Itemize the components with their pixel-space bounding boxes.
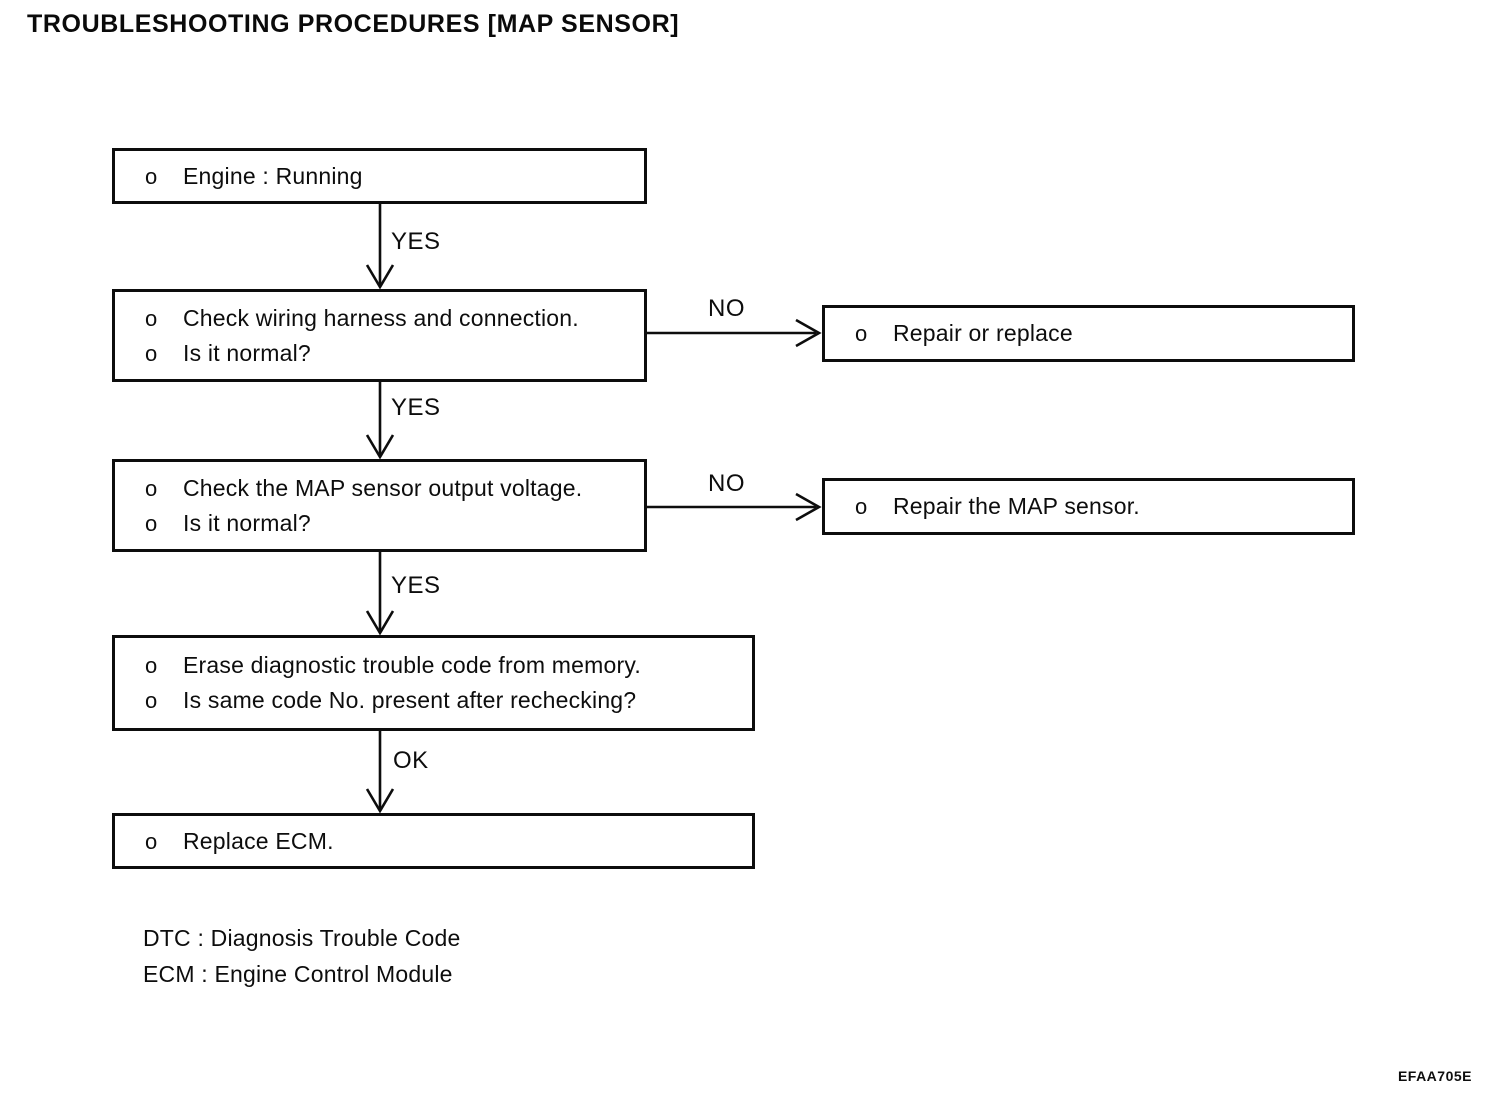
bullet-marker: o [855,494,868,519]
bullet-marker: o [145,828,158,854]
flow-box-line: o Is it normal? [145,336,644,371]
flow-box-line: o Check wiring harness and connection. [145,301,644,336]
arrowhead-voltage-to-repair [795,492,822,522]
arrowhead-wiring-to-repair [795,318,822,348]
flow-box-engine-running: o Engine : Running [112,148,647,204]
flow-box-repair-or-replace: o Repair or replace [822,305,1355,362]
edge-label-no-1: NO [708,295,745,322]
bullet-marker: o [145,510,158,536]
flow-box-line: o Repair or replace [855,316,1352,351]
bullet-marker: o [145,305,158,331]
flow-box-check-wiring: o Check wiring harness and connection. o… [112,289,647,382]
flow-box-text: Check the MAP sensor output voltage. [183,474,583,501]
flow-box-text: Is it normal? [183,339,311,366]
flow-box-check-map-voltage: o Check the MAP sensor output voltage. o… [112,459,647,552]
legend-line-dtc: DTC : Diagnosis Trouble Code [143,925,461,951]
document-code: EFAA705E [1397,1068,1472,1084]
bullet-marker: o [145,653,158,678]
arrowhead-wiring-to-voltage [365,434,395,460]
flow-box-line: o Check the MAP sensor output voltage. [145,471,644,506]
flow-box-text: Repair the MAP sensor. [893,493,1140,519]
flow-box-text: Replace ECM. [183,827,334,854]
edge-label-yes-2: YES [391,394,441,421]
edge-label-yes-3: YES [391,572,441,599]
legend-line-ecm: ECM : Engine Control Module [143,961,453,987]
flow-box-text: Is same code No. present after recheckin… [183,687,637,713]
flow-box-text: Is it normal? [183,509,311,536]
abbreviation-legend: DTC : Diagnosis Trouble Code ECM : Engin… [143,920,461,992]
flow-box-text: Engine : Running [183,162,363,189]
flow-box-line: o Replace ECM. [145,824,752,859]
flow-box-line: o Is it normal? [145,506,644,541]
arrowhead-voltage-to-erase [365,610,395,636]
flow-box-replace-ecm: o Replace ECM. [112,813,755,869]
flow-box-line: o Repair the MAP sensor. [855,489,1352,524]
arrowhead-engine-to-wiring [365,264,395,290]
flow-box-line: o Engine : Running [145,159,644,194]
edge-label-yes-1: YES [391,228,441,255]
page-title: TROUBLESHOOTING PROCEDURES [MAP SENSOR] [27,10,680,38]
flow-box-text: Erase diagnostic trouble code from memor… [183,652,641,678]
edge-label-no-2: NO [708,470,745,497]
bullet-marker: o [145,475,158,501]
bullet-marker: o [145,163,158,189]
bullet-marker: o [855,321,868,346]
arrowhead-erase-to-ecm [365,788,395,814]
flow-box-line: o Is same code No. present after recheck… [145,683,752,718]
bullet-marker: o [145,688,158,713]
edge-label-ok: OK [393,747,429,774]
flow-box-text: Check wiring harness and connection. [183,304,579,331]
flow-box-line: o Erase diagnostic trouble code from mem… [145,648,752,683]
flow-box-text: Repair or replace [893,320,1073,346]
flow-box-repair-map-sensor: o Repair the MAP sensor. [822,478,1355,535]
flow-box-erase-dtc: o Erase diagnostic trouble code from mem… [112,635,755,731]
bullet-marker: o [145,340,158,366]
